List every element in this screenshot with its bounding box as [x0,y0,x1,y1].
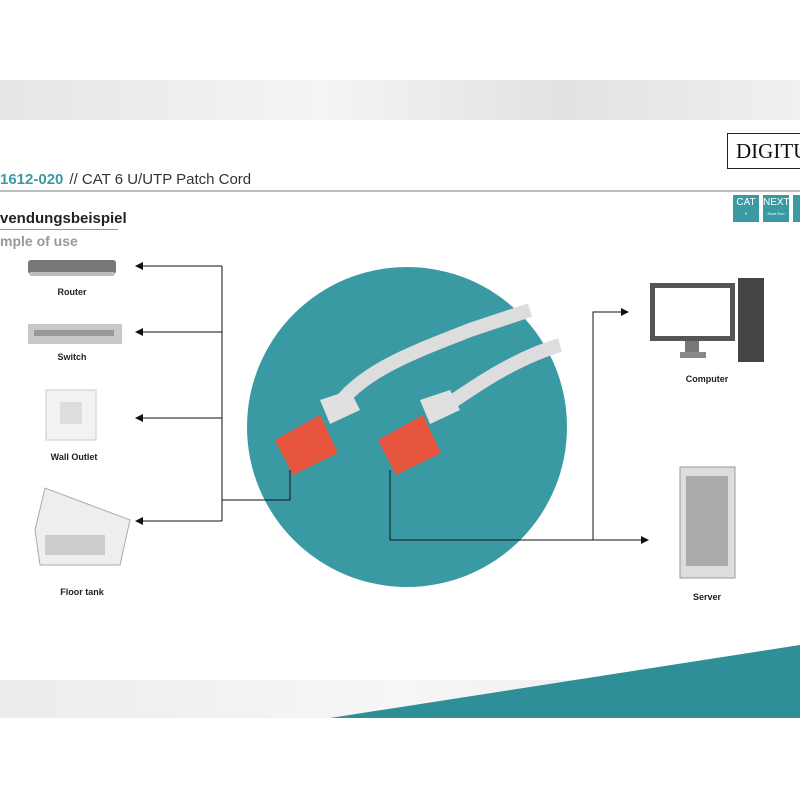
switch-label: Switch [57,352,87,362]
router-label: Router [57,287,87,297]
section-title-de: vendungsbeispiel [0,210,127,230]
section-title-en: mple of use [0,233,78,249]
brand-logo: DIGITU [727,133,800,169]
product-code: 1612-020 [0,171,64,188]
computer-icon [650,278,764,362]
server-icon [679,466,736,579]
computer-label: Computer [685,374,729,384]
top-band [0,80,800,120]
wall-outlet-icon [45,389,97,441]
wall-outlet-label: Wall Outlet [50,452,98,462]
badge-a: A [793,195,800,222]
divider [0,190,800,192]
product-name: // CAT 6 U/UTP Patch Cord [69,171,252,188]
teal-stripe [330,645,800,718]
server-label: Server [692,592,722,602]
cable-icon [275,303,563,475]
floor-tank-label: Floor tank [60,587,104,597]
floor-tank-icon [34,487,131,566]
router-icon [28,260,116,276]
product-title: 1612-020 // CAT 6 U/UTP Patch Cord [0,171,251,188]
switch-icon [28,324,122,344]
